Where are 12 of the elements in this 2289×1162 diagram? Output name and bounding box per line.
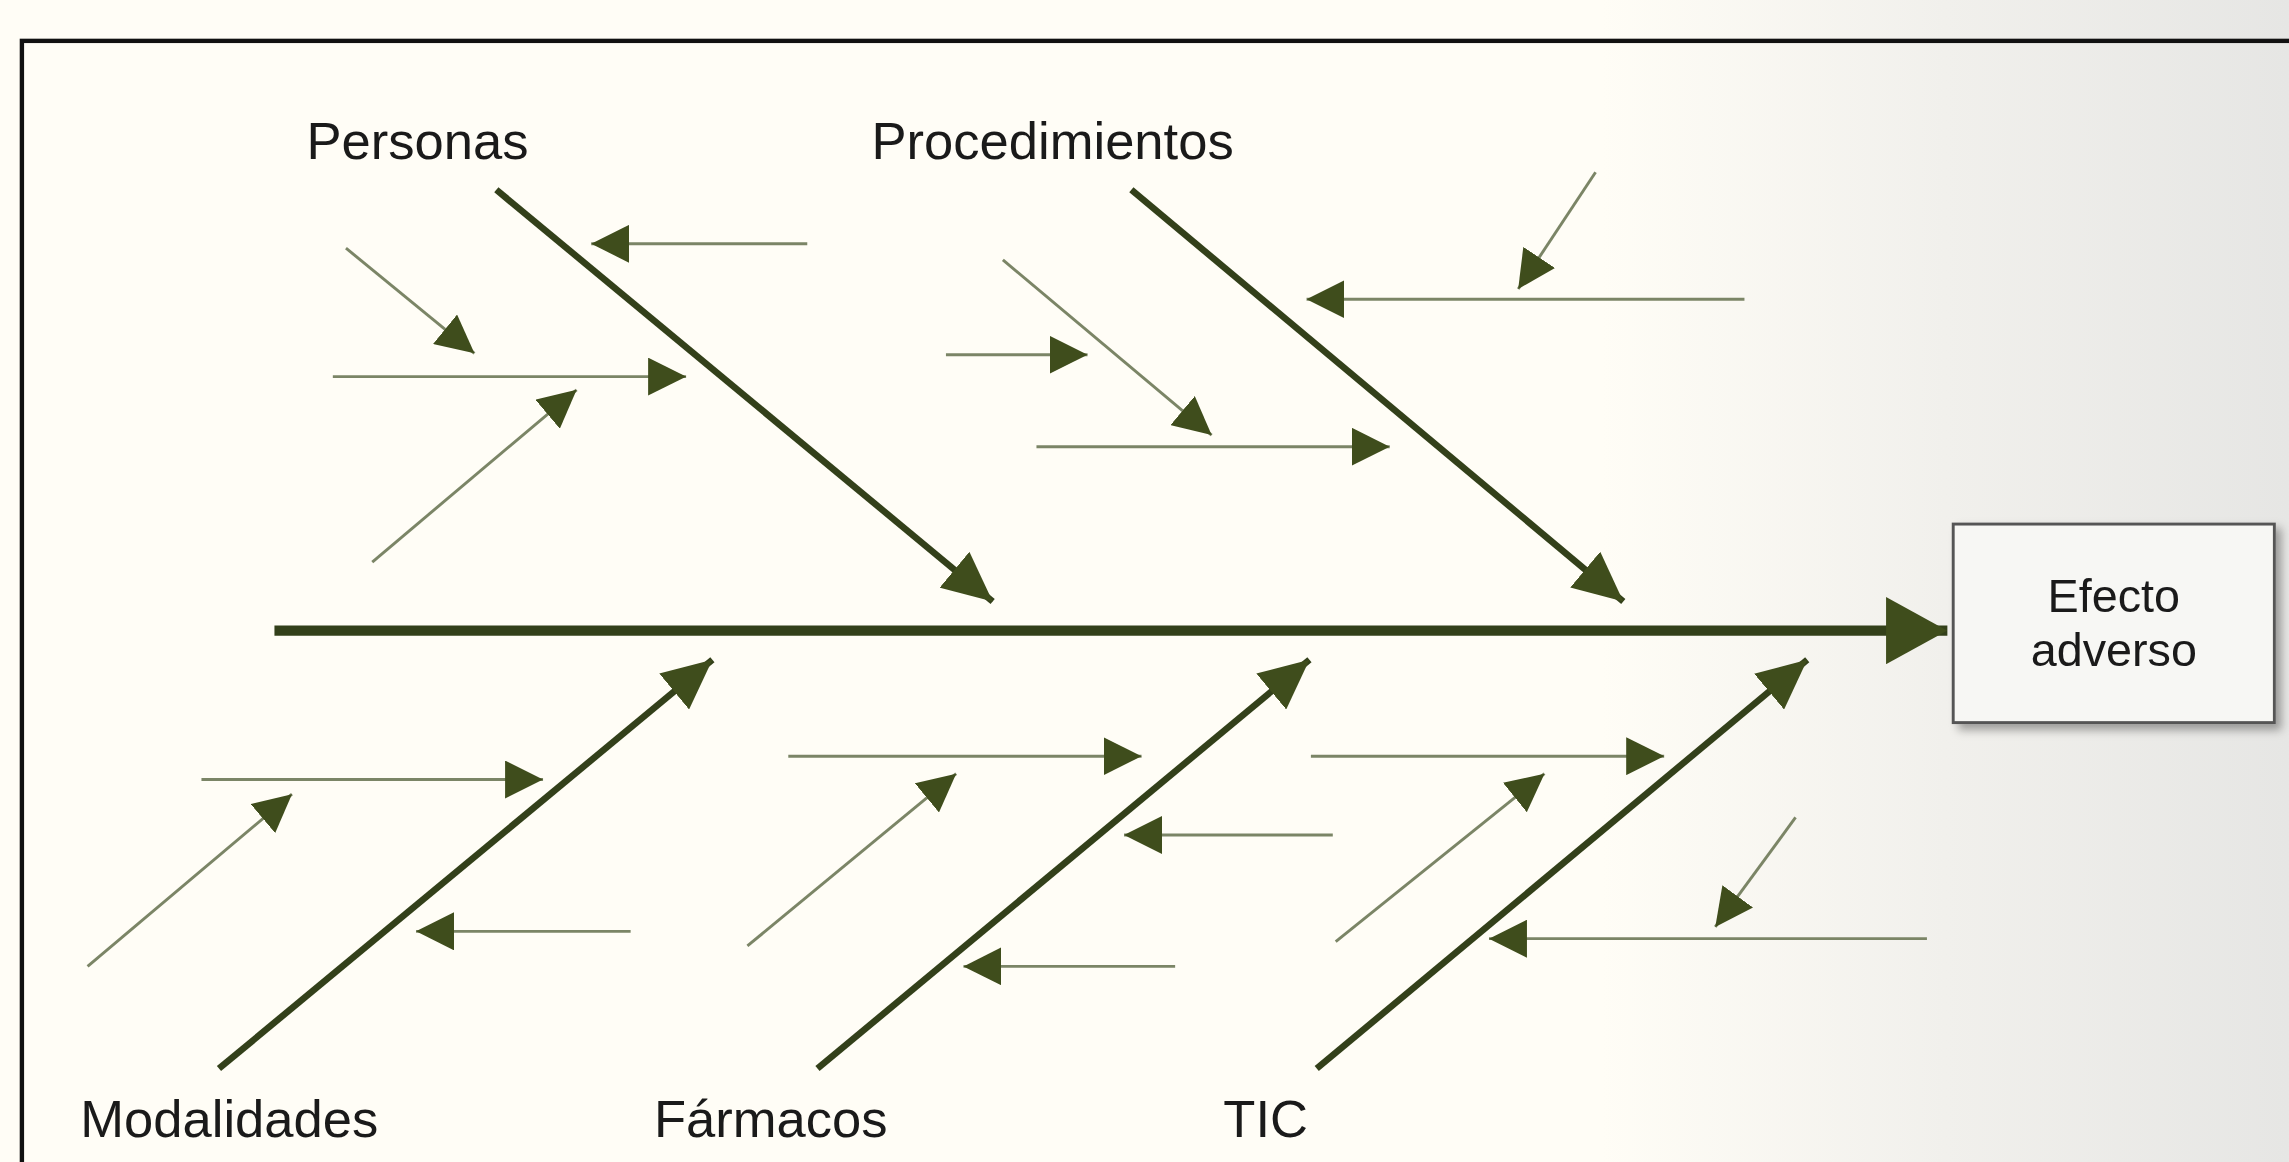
bone-arrow <box>494 187 995 604</box>
bone-arrow <box>1129 187 1626 604</box>
category-label: TIC <box>1223 1089 1308 1150</box>
category-label: Fármacos <box>654 1089 888 1150</box>
effect-box: Efecto adverso <box>1951 522 2276 725</box>
category-label: Procedimientos <box>871 110 1234 172</box>
spine-arrow <box>274 597 1948 665</box>
category-label: Modalidades <box>80 1089 379 1150</box>
bone-arrow <box>216 657 715 1072</box>
bone-arrow <box>815 657 1312 1072</box>
bone-arrow <box>1314 657 1810 1072</box>
category-label: Personas <box>306 110 529 172</box>
